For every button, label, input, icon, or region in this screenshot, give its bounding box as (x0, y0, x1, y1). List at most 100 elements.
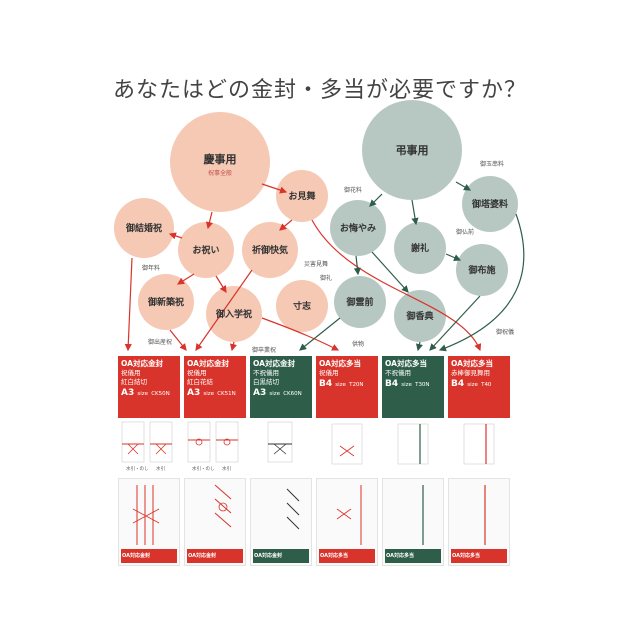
product-cards: OA対応金封 祝儀用 紅白結切 A3 size CK50N OA対応金封 祝儀用… (118, 356, 510, 418)
product-card-t40[interactable]: OA対応多当 赤棒御見舞用 B4 size T40 (448, 356, 510, 418)
edge-label-nenryo: 御年料 (142, 264, 160, 272)
envelope-thumb-t30n (382, 420, 444, 476)
okuyami-label: お悔やみ (340, 222, 376, 234)
card-size-word: size (269, 391, 280, 397)
package-envelope-art (383, 479, 443, 549)
card-line-1: 赤棒御見舞用 (451, 369, 507, 378)
kekkon-label: 御結婚祝 (125, 222, 162, 234)
product-card-ck50n[interactable]: OA対応金封 祝儀用 紅白結切 A3 size CK50N (118, 356, 180, 418)
kaiki-label: 祈御快気 (252, 244, 288, 256)
product-card-t20n[interactable]: OA対応多当 祝儀用 B4 size T20N (316, 356, 378, 418)
card-size: B4 (451, 379, 464, 389)
card-size: B4 (319, 379, 332, 389)
arrow-main-toubaryo (456, 182, 470, 190)
package-t30n: OA対応多当 (382, 478, 444, 566)
card-size: A3 (253, 388, 266, 398)
card-title: OA対応多当 (319, 359, 375, 369)
card-size: B4 (385, 379, 398, 389)
arrow-koden-card5 (418, 342, 420, 350)
package-label: OA対応多当 (320, 552, 348, 559)
card-size-word: size (467, 382, 478, 388)
package-photos: OA対応金封 OA対応金封 OA対応金封 OA対応多当 OA対応多当 (118, 478, 510, 566)
card-line-2: 紅白結切 (121, 378, 177, 387)
card-title: OA対応金封 (187, 359, 243, 369)
koden-label: 御香典 (405, 310, 433, 322)
card-size-word: size (203, 391, 214, 397)
thumb-caption: 水引 (222, 466, 231, 472)
edge-label-sotsugyo: 御卒業祝 (252, 346, 276, 354)
card-size-word: size (137, 391, 148, 397)
edge-label-goshugi: 御祝儀 (496, 328, 514, 336)
ofuse-label: 御布施 (467, 264, 495, 276)
envelope-thumb-ck60n (250, 420, 312, 476)
edge-label-kumotsu: 供物 (352, 340, 364, 348)
package-ck50n: OA対応金封 (118, 478, 180, 566)
edge-label-tamagushi: 御玉串料 (480, 160, 504, 168)
card-line-1: 祝儀用 (121, 369, 177, 378)
package-label: OA対応金封 (188, 552, 216, 559)
card-title: OA対応多当 (451, 359, 507, 369)
card-size-word: size (335, 382, 346, 388)
shinchiku-label: 御新築祝 (147, 296, 184, 308)
edge-label-hanaryo: 御花料 (344, 186, 362, 194)
toubaryo-label: 御塔婆料 (471, 198, 508, 210)
package-envelope-art (317, 479, 377, 549)
edge-label-orei: 御礼 (320, 274, 332, 282)
edge-label-butsuzen: 御仏前 (456, 228, 474, 236)
thumb-caption: 水引 (156, 466, 165, 472)
card-line-2: 白黒結切 (253, 378, 309, 387)
package-envelope-art (185, 479, 245, 549)
card-title: OA対応金封 (253, 359, 309, 369)
card-code: CK60N (283, 391, 302, 397)
use-case-diagram: 慶事用 祝事全般 弔事用 お見舞 御結婚祝 お祝い 祈御快気 御新築祝 御入学祝… (0, 0, 640, 360)
mourning-main-label: 弔事用 (396, 143, 429, 157)
package-label: OA対応金封 (122, 552, 150, 559)
card-code: T30N (415, 382, 429, 388)
celebration-main-label: 慶事用 (204, 152, 237, 166)
arrow-shinchiku-card2 (170, 330, 186, 350)
card-code: T40 (481, 382, 491, 388)
edge-label-shussan: 御出産祝 (148, 338, 172, 346)
card-line-1: 祝儀用 (187, 369, 243, 378)
package-envelope-art (449, 479, 509, 549)
card-line-1: 不祝儀用 (253, 369, 309, 378)
package-label: OA対応多当 (386, 552, 414, 559)
package-label: OA対応多当 (452, 552, 480, 559)
omimai-label: お見舞 (288, 190, 315, 202)
package-t20n: OA対応多当 (316, 478, 378, 566)
package-envelope-art (251, 479, 311, 549)
card-size: A3 (187, 388, 200, 398)
arrow-main-okuyami (370, 194, 382, 206)
product-card-t30n[interactable]: OA対応多当 不祝儀用 B4 size T30N (382, 356, 444, 418)
package-ck60n: OA対応金封 (250, 478, 312, 566)
oiwai-label: お祝い (192, 244, 219, 256)
envelope-thumbnails: 水引・のし 水引 水引・のし 水引 (118, 420, 510, 476)
card-line-1: 不祝儀用 (385, 369, 441, 378)
arrow-nyugaku-card2 (232, 342, 234, 350)
package-label: OA対応金封 (254, 552, 282, 559)
card-title: OA対応多当 (385, 359, 441, 369)
arrow-sharei-ofuse (446, 254, 460, 260)
card-title: OA対応金封 (121, 359, 177, 369)
reizen-label: 御霊前 (345, 296, 373, 308)
package-t40: OA対応多当 (448, 478, 510, 566)
card-code: CK51N (217, 391, 236, 397)
package-ck51n: OA対応金封 (184, 478, 246, 566)
product-card-ck51n[interactable]: OA対応金封 祝儀用 紅白花結 A3 size CK51N (184, 356, 246, 418)
card-size: A3 (121, 388, 134, 398)
card-code: T20N (349, 382, 363, 388)
thumb-caption: 水引・のし (192, 466, 215, 472)
product-card-ck60n[interactable]: OA対応金封 不祝儀用 白黒結切 A3 size CK60N (250, 356, 312, 418)
envelope-thumb-t20n (316, 420, 378, 476)
card-line-2: 紅白花結 (187, 378, 243, 387)
sharei-label: 謝礼 (411, 242, 429, 254)
card-code: CK50N (151, 391, 170, 397)
arrow-main-sharei (412, 200, 416, 224)
arrow-okuyami-reizen (356, 256, 358, 274)
nyugaku-label: 御入学祝 (215, 308, 252, 320)
package-envelope-art (119, 479, 179, 549)
card-size-word: size (401, 382, 412, 388)
edge-label-saigai: 災害見舞 (304, 260, 328, 268)
thumb-caption: 水引・のし (126, 466, 149, 472)
sunshi-label: 寸志 (293, 300, 311, 312)
